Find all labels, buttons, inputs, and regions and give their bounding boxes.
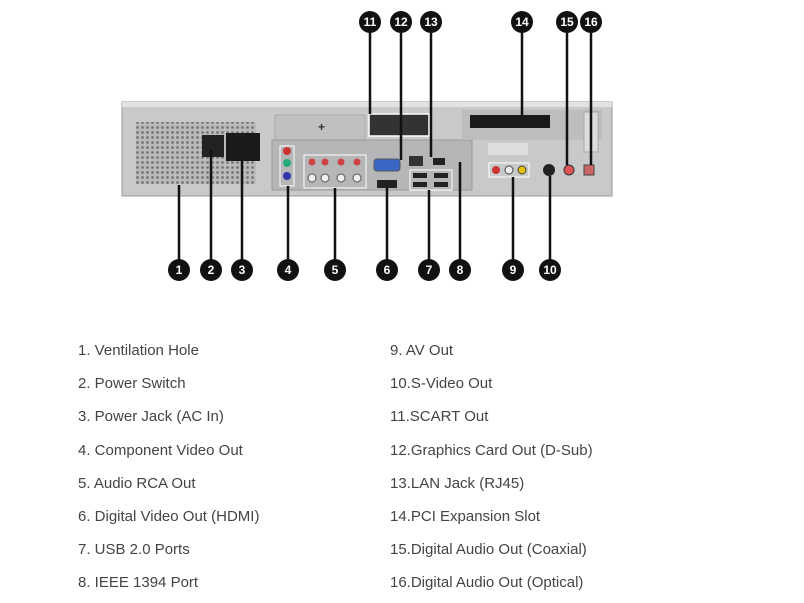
legend-item: 1. Ventilation Hole bbox=[78, 342, 199, 359]
callout-12: 12 bbox=[390, 11, 412, 33]
callout-16: 16 bbox=[580, 11, 602, 33]
optical-port bbox=[583, 164, 595, 176]
svg-text:+: + bbox=[318, 120, 325, 134]
callout-number: 9 bbox=[510, 263, 517, 277]
callout-11: 11 bbox=[359, 11, 381, 33]
legend-item: 2. Power Switch bbox=[78, 375, 186, 393]
legend-item: 14.PCI Expansion Slot bbox=[390, 508, 541, 525]
callout-2: 2 bbox=[200, 259, 222, 281]
callout-lines bbox=[177, 22, 593, 270]
callout-number: 7 bbox=[426, 263, 433, 277]
legend-item: 15.Digital Audio Out (Coaxial) bbox=[390, 541, 587, 559]
callout-number: 3 bbox=[239, 263, 246, 277]
callout-3: 3 bbox=[231, 259, 253, 281]
legend-item: 4. Component Video Out bbox=[78, 441, 243, 459]
s-video-port bbox=[543, 164, 555, 176]
av-out-ports bbox=[488, 162, 530, 178]
callout-15: 15 bbox=[556, 11, 578, 33]
callout-10: 10 bbox=[539, 259, 561, 281]
legend-item: 8. IEEE 1394 Port bbox=[78, 574, 199, 592]
legend-item: 7. USB 2.0 Ports bbox=[78, 541, 190, 559]
legend-item: 6. Digital Video Out (HDMI) bbox=[78, 508, 260, 525]
legend-item: 11.SCART Out bbox=[390, 408, 489, 426]
lan-port bbox=[409, 156, 423, 166]
callout-1: 1 bbox=[168, 259, 190, 281]
callout-number: 13 bbox=[424, 15, 438, 29]
legend-item: 9. AV Out bbox=[390, 342, 454, 359]
legend-item: 16.Digital Audio Out (Optical) bbox=[390, 574, 584, 592]
callout-9: 9 bbox=[502, 259, 524, 281]
callout-14: 14 bbox=[511, 11, 533, 33]
callout-number: 4 bbox=[285, 263, 292, 277]
callout-6: 6 bbox=[376, 259, 398, 281]
scart-port bbox=[368, 113, 430, 137]
callout-number: 11 bbox=[364, 15, 377, 29]
callout-number: 15 bbox=[560, 15, 574, 29]
callout-number: 2 bbox=[208, 263, 215, 277]
callout-13: 13 bbox=[420, 11, 442, 33]
pci-slot bbox=[470, 115, 550, 128]
legend-item: 5. Audio RCA Out bbox=[78, 474, 196, 492]
coaxial-port bbox=[563, 164, 575, 176]
legend-item: 3. Power Jack (AC In) bbox=[78, 408, 224, 426]
callout-8: 8 bbox=[449, 259, 471, 281]
callout-number: 8 bbox=[457, 263, 464, 277]
callout-number: 12 bbox=[394, 15, 408, 29]
device-rear-panel-diagram: + 11 12 1 bbox=[121, 11, 613, 281]
callout-7: 7 bbox=[418, 259, 440, 281]
device-chassis: + bbox=[121, 101, 613, 197]
callout-number: 1 bbox=[176, 263, 183, 277]
legend-item: 10.S-Video Out bbox=[390, 375, 493, 393]
callout-4: 4 bbox=[277, 259, 299, 281]
component-video-ports bbox=[279, 145, 295, 187]
audio-rca-ports bbox=[303, 154, 367, 189]
callout-number: 10 bbox=[543, 263, 557, 277]
hdmi-port bbox=[377, 180, 397, 188]
callout-number: 6 bbox=[384, 263, 391, 277]
legend-item: 13.LAN Jack (RJ45) bbox=[390, 474, 525, 492]
legend-item: 12.Graphics Card Out (D-Sub) bbox=[390, 441, 593, 459]
vga-port bbox=[373, 158, 401, 172]
callout-5: 5 bbox=[324, 259, 346, 281]
callout-number: 16 bbox=[584, 15, 598, 29]
power-switch bbox=[202, 135, 224, 157]
ieee1394-port bbox=[433, 158, 445, 165]
callout-number: 14 bbox=[515, 15, 529, 29]
usb-ports bbox=[409, 169, 453, 191]
callout-number: 5 bbox=[332, 263, 339, 277]
power-jack bbox=[226, 133, 260, 161]
